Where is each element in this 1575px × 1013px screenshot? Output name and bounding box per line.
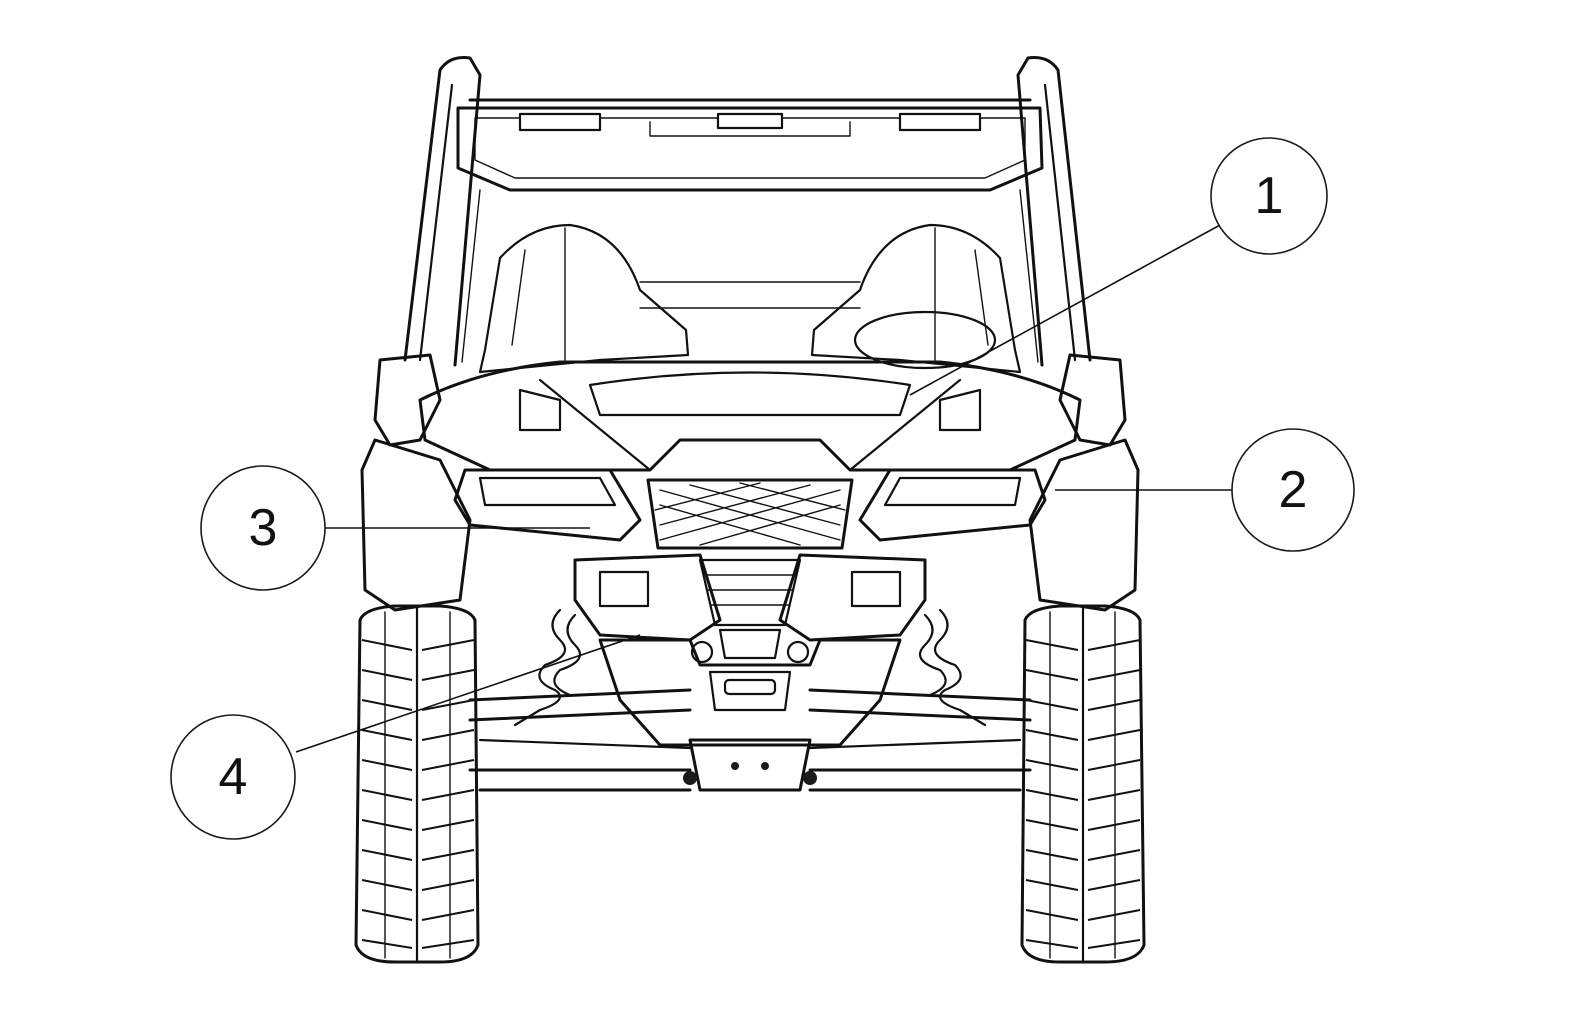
front-bumper	[573, 553, 927, 792]
front-grille	[646, 478, 854, 660]
leader-line-1	[909, 224, 1221, 396]
front-body	[360, 353, 1140, 612]
tire-right	[1020, 604, 1146, 964]
callout-circle	[170, 714, 296, 840]
vehicle-illustration	[354, 56, 1146, 964]
callout-label: 4	[219, 748, 248, 806]
callout-1: 1	[1210, 137, 1328, 255]
leader-lines	[295, 224, 1233, 753]
callout-3: 3	[200, 465, 326, 591]
headlights	[453, 468, 1047, 542]
callout-circle	[1231, 428, 1355, 552]
callout-label: 1	[1255, 167, 1284, 225]
callout-circle	[200, 465, 326, 591]
callout-2: 2	[1231, 428, 1355, 552]
roll-cage	[403, 56, 1092, 367]
tire-left	[354, 604, 480, 964]
callout-label: 3	[249, 499, 278, 557]
callout-circle	[1210, 137, 1328, 255]
callout-4: 4	[170, 714, 296, 840]
callout-label: 2	[1279, 461, 1308, 519]
suspension	[468, 608, 1032, 792]
leader-line-4	[295, 634, 641, 753]
seats	[478, 223, 1022, 374]
